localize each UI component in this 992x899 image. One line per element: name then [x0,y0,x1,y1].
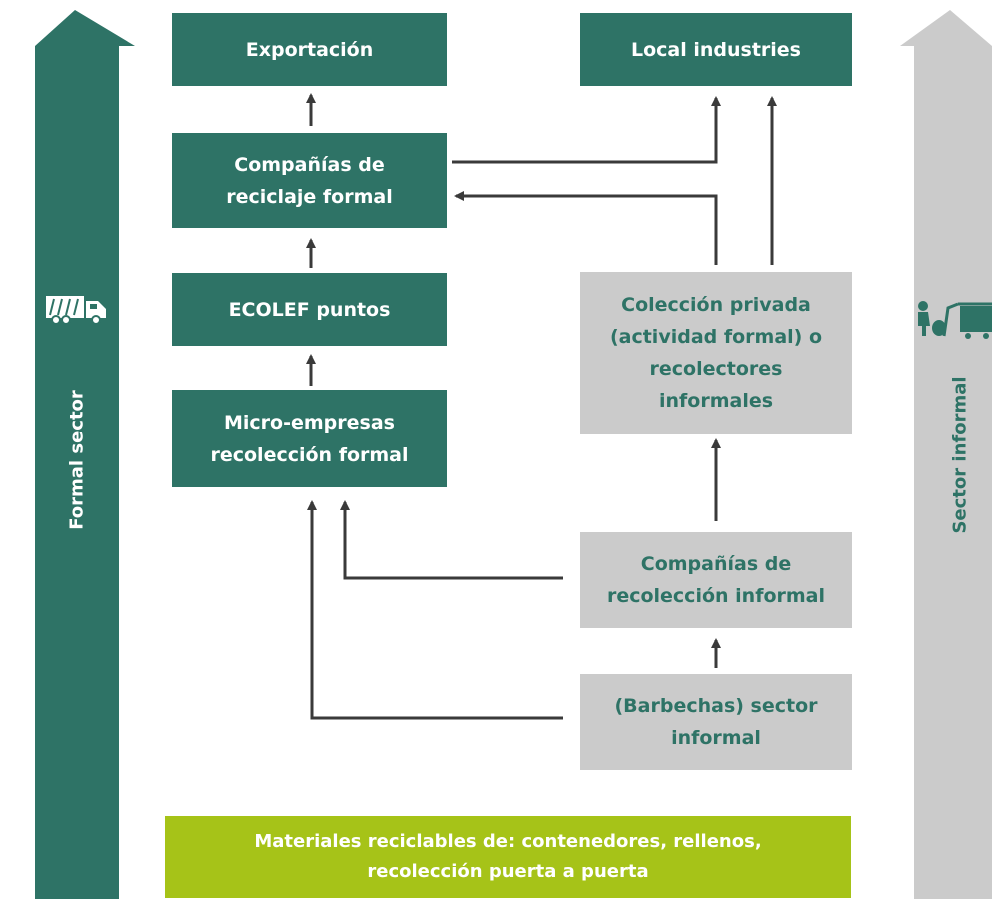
garbage-truck-icon [46,296,106,325]
box-coleccion-privada: Colección privada (actividad formal) o r… [580,272,852,434]
informal-sector-arrow [900,10,992,899]
box-materiales-reciclables: Materiales reciclables de: contenedores,… [165,816,851,898]
box-companias-recoleccion: Compañías de recolección informal [580,532,852,628]
formal-sector-arrow [35,10,135,899]
arrow-barbechas-to-micro [307,500,563,720]
arrow-companias-to-local [452,96,721,164]
box-micro-empresas: Micro-empresas recolección formal [172,390,447,487]
box-exportacion: Exportación [172,13,447,86]
box-companias-reciclaje: Compañías de reciclaje formal [172,133,447,228]
box-ecolef-puntos: ECOLEF puntos [172,273,447,346]
arrow-coleccion-to-companias [454,191,718,265]
box-local-industries: Local industries [580,13,852,86]
arrow-recoleccion-to-micro [340,500,563,580]
box-barbechas: (Barbechas) sector informal [580,674,852,770]
waste-picker-icon [918,301,992,339]
